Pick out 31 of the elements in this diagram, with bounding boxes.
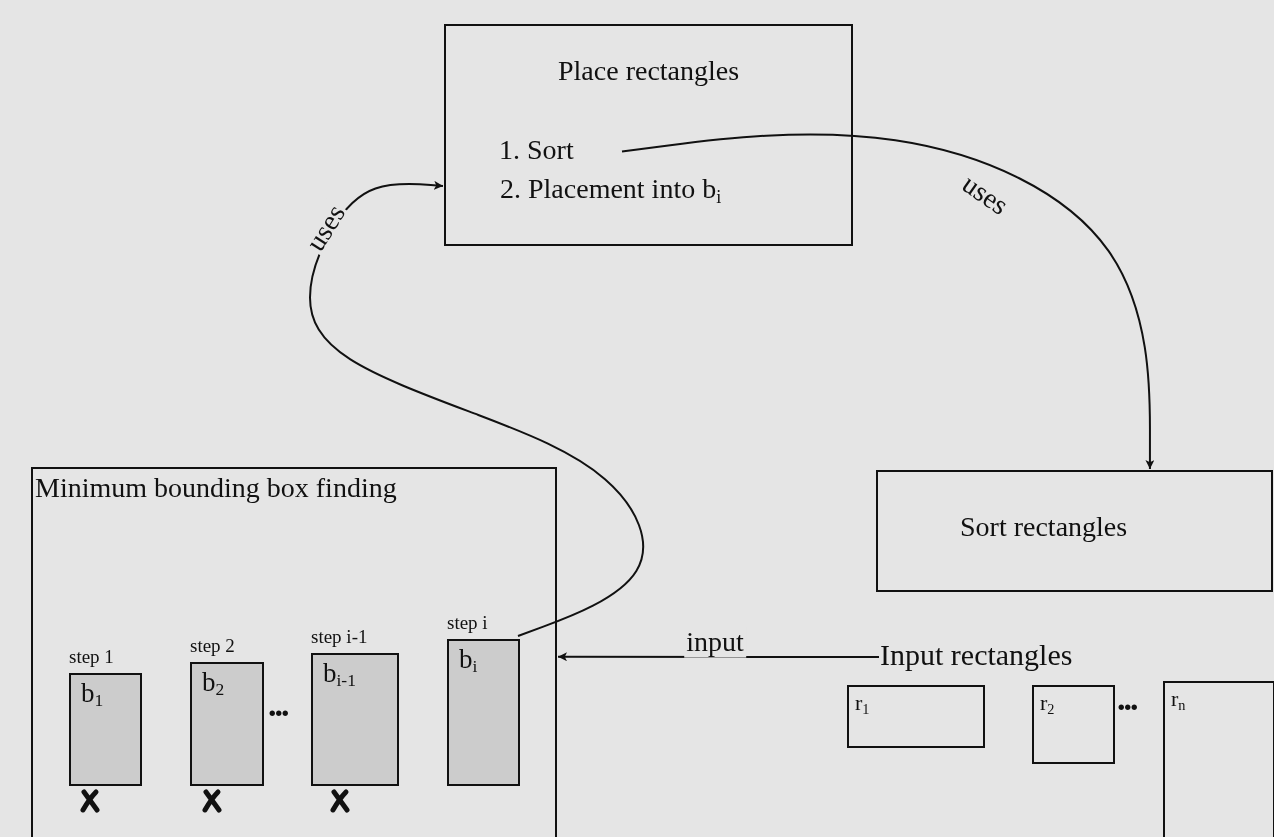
input-label: Input rectangles xyxy=(880,635,1150,675)
box-label: r$_{1}$ xyxy=(855,691,870,716)
bounding-box xyxy=(69,673,142,786)
ellipsis: ... xyxy=(268,686,288,724)
arrow xyxy=(309,180,645,637)
rectangle-box xyxy=(1163,681,1274,837)
box-label: r$_{2}$ xyxy=(1040,691,1055,716)
bounding-box xyxy=(190,662,264,786)
rectangle-box xyxy=(1032,685,1115,764)
step-caption: step i-1 xyxy=(311,627,368,648)
box-label: b$_{1}$ xyxy=(81,679,104,709)
box-label: b$_{i-1}$ xyxy=(323,659,356,689)
rectangle-box xyxy=(847,685,985,748)
process-box xyxy=(31,467,557,837)
box-title: Minimum bounding box finding xyxy=(35,473,397,504)
list-item: 1. Sort xyxy=(499,132,623,168)
box-title: Place rectangles xyxy=(558,56,740,87)
box-title: Sort rectangles xyxy=(960,512,1128,543)
process-box xyxy=(876,470,1273,592)
list-item: 2. Placement into b$_{i}$ xyxy=(500,174,722,205)
step-caption: step i xyxy=(447,613,488,634)
box-label: b$_{i}$ xyxy=(459,645,478,675)
ellipsis: ... xyxy=(1117,680,1137,718)
box-label: r$_{n}$ xyxy=(1171,687,1186,712)
arrow xyxy=(621,133,1155,470)
step-caption: step 2 xyxy=(190,636,235,657)
bounding-box xyxy=(311,653,399,786)
process-box xyxy=(444,24,853,246)
bounding-box xyxy=(447,639,520,786)
step-caption: step 1 xyxy=(69,647,114,668)
box-label: b$_{2}$ xyxy=(202,668,225,698)
